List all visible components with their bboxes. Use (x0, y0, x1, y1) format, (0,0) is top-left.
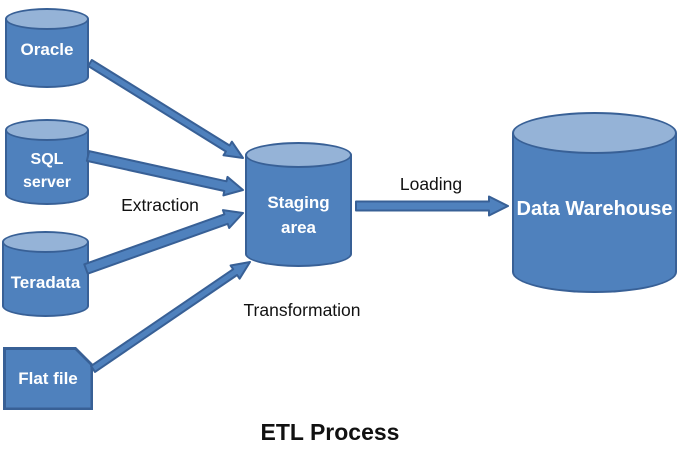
node-label-oracle: Oracle (20, 39, 74, 59)
edge-label-loading: Loading (399, 174, 463, 194)
cylinder-top-face (5, 119, 89, 141)
node-label-staging-area: Staging area (267, 192, 330, 237)
edge-label-transformation: Transformation (243, 300, 361, 320)
cylinder-top-face (2, 231, 89, 253)
node-label-teradata: Teradata (10, 272, 81, 292)
cylinder-body-face (512, 133, 677, 293)
cylinder-top-face (5, 8, 89, 30)
document-face (6, 350, 91, 408)
node-label-sql-server: SQL server (22, 150, 72, 191)
cylinder-body-face (5, 130, 89, 205)
cylinder-top-face (245, 142, 352, 168)
edge-label-extraction: Extraction (121, 195, 199, 215)
node-flat-file: Flat file (3, 347, 93, 410)
arrow-staging-to-warehouse (355, 195, 509, 217)
cylinder-body-face (245, 155, 352, 267)
arrow-oracle-to-staging (87, 59, 244, 159)
node-data-warehouse: Data Warehouse (512, 112, 677, 293)
node-label-data-warehouse: Data Warehouse (516, 198, 673, 220)
node-staging-area: Staging area (245, 142, 352, 267)
cylinder-top-face (512, 112, 677, 154)
arrow-sqlserver-to-staging (85, 150, 244, 197)
node-oracle: Oracle (5, 8, 89, 88)
node-teradata: Teradata (2, 231, 89, 317)
arrow-flatfile-to-staging (90, 261, 251, 373)
arrow-teradata-to-staging (83, 209, 244, 275)
node-label-flat-file: Flat file (18, 368, 78, 388)
cylinder-body-face (2, 242, 89, 317)
node-sql-server: SQL server (5, 119, 89, 205)
cylinder-body-face (5, 19, 89, 88)
diagram-title: ETL Process (260, 419, 400, 445)
